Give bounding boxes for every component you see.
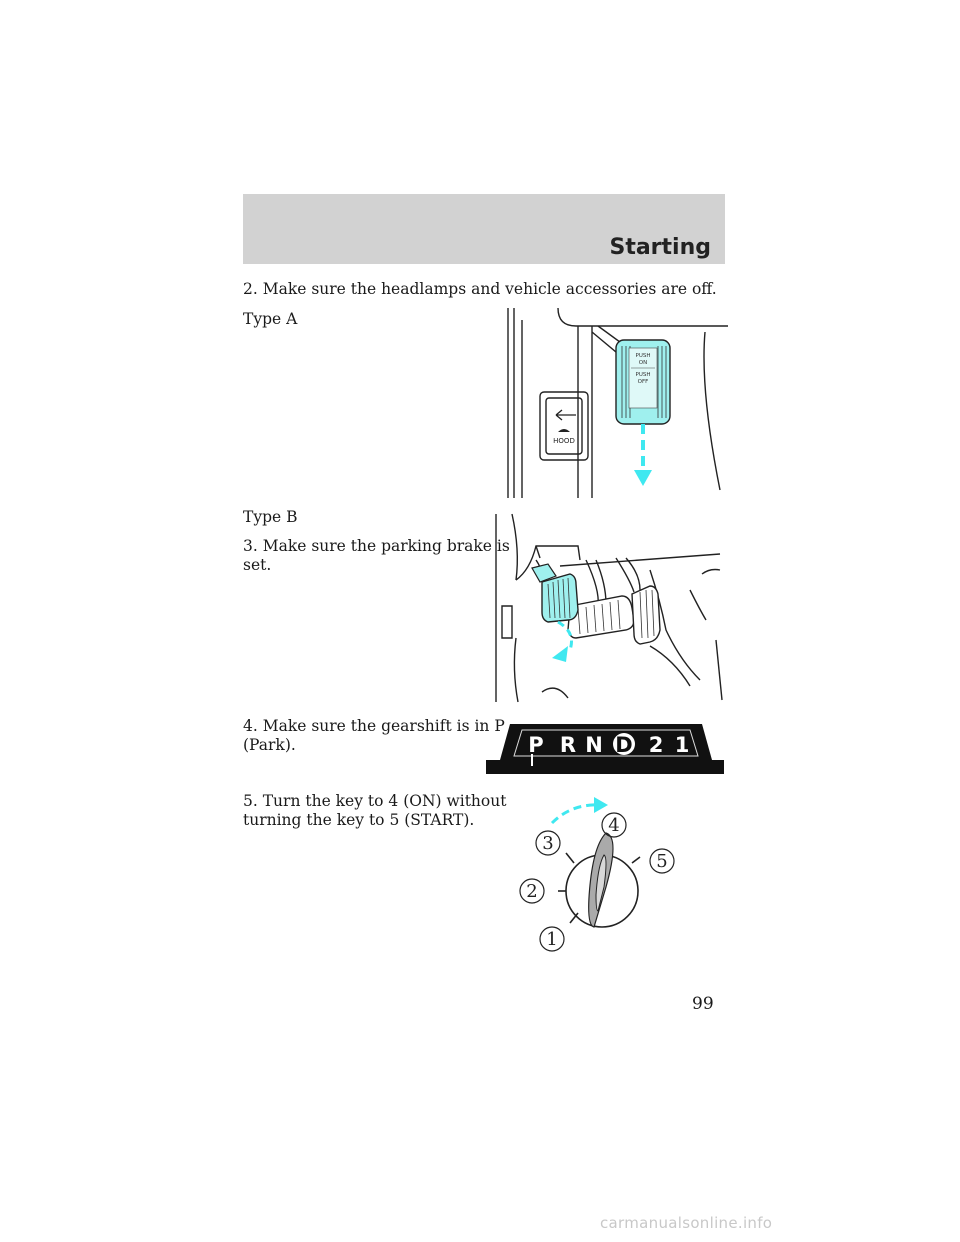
page-number: 99	[692, 994, 714, 1014]
ignition-position-3: 3	[542, 833, 553, 854]
gear-p: P	[528, 733, 543, 757]
gear-d: D	[615, 733, 632, 757]
hood-label: HOOD	[553, 437, 575, 445]
parking-brake-pedal[interactable]	[531, 559, 579, 623]
ignition-position-2: 2	[526, 881, 537, 902]
svg-text:OFF: OFF	[638, 379, 649, 385]
type-b-label: Type B	[243, 508, 298, 526]
ignition-switch-illustration: 1 2 3 4 5	[519, 797, 675, 952]
gear-r: R	[560, 733, 576, 757]
ignition-key[interactable]	[588, 832, 614, 928]
step-4-line-1: 4. Make sure the gearshift is in P	[243, 717, 505, 735]
step-2-text: 2. Make sure the headlamps and vehicle a…	[243, 280, 717, 298]
step-3-line-2: set.	[243, 556, 272, 574]
step-4-line-2: (Park).	[243, 736, 296, 754]
section-title: Starting	[609, 235, 711, 260]
press-direction-arrow	[552, 620, 573, 662]
ignition-position-4: 4	[608, 815, 619, 836]
ignition-position-5: 5	[656, 851, 667, 872]
svg-text:PUSH: PUSH	[636, 353, 651, 359]
accelerator-pedal	[631, 585, 661, 645]
ignition-position-1: 1	[546, 929, 557, 950]
type-a-label: Type A	[243, 310, 298, 328]
step-5-line-2: turning the key to 5 (START).	[243, 811, 475, 829]
gear-n: N	[585, 733, 603, 757]
step-3-line-1: 3. Make sure the parking brake is	[243, 537, 510, 555]
step-5-line-1: 5. Turn the key to 4 (ON) without	[243, 792, 507, 810]
parking-brake-pedal-illustration	[495, 513, 723, 703]
gear-2: 2	[649, 733, 664, 757]
parking-brake-release-illustration: HOOD PUSH ON PUSH OFF	[507, 307, 728, 498]
turn-direction-arrow	[550, 803, 603, 825]
section-header: Starting	[243, 194, 725, 264]
svg-text:PUSH: PUSH	[636, 372, 651, 378]
watermark: carmanualsonline.info	[600, 1214, 773, 1232]
pull-direction-arrow	[634, 424, 652, 486]
gear-1: 1	[675, 733, 690, 757]
hood-release-handle: HOOD	[553, 409, 576, 445]
svg-text:ON: ON	[639, 360, 647, 366]
brake-release-handle: PUSH ON PUSH OFF	[615, 339, 671, 425]
brake-pedal	[567, 595, 635, 639]
